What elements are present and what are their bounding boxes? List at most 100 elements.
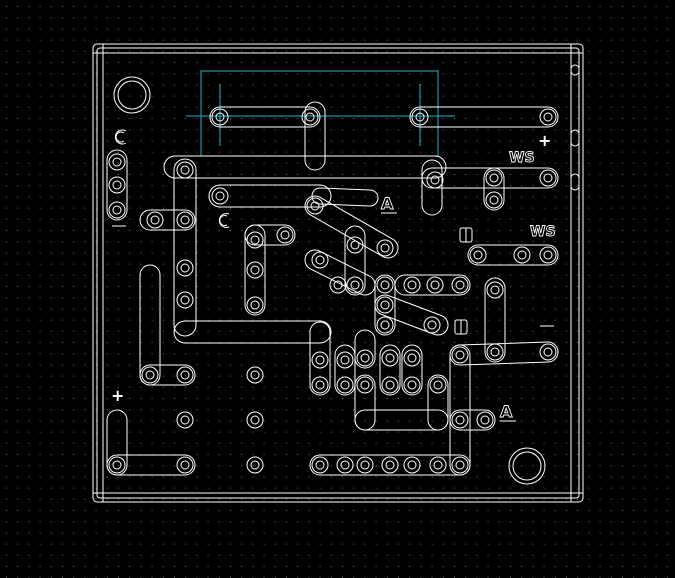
pad-4 [539,108,557,126]
trace-22 [354,329,376,369]
pad-62 [246,411,264,429]
pad-64 [336,456,354,474]
label-ws-mid: WS [530,224,556,240]
pad-37 [539,246,557,264]
pad-41 [311,351,329,369]
trace-7 [409,106,559,128]
pad-3 [411,108,429,126]
pad-34 [423,316,441,334]
pad-9 [485,169,503,187]
pad-23 [346,236,364,254]
pad-11 [485,191,503,209]
trace-3 [173,320,332,344]
pad-56 [451,411,469,429]
pad-26 [376,276,394,294]
pad-49 [381,376,399,394]
pad-36 [513,246,531,264]
pad-7 [108,201,126,219]
trace-16 [244,224,266,316]
board-edge-outer [92,43,584,503]
label-plus-bottom: + [111,386,124,405]
trace-25 [106,149,128,221]
pad-68 [429,456,447,474]
pad-61 [176,411,194,429]
pad-45 [356,349,374,367]
pad-66 [381,456,399,474]
edge-notch-1 [570,64,580,76]
pad-47 [403,349,421,367]
polarity-c-mark-1-inner [115,131,125,143]
pad-15 [176,291,194,309]
pad-53 [486,343,504,361]
trace-21 [394,274,471,296]
pad-55 [451,346,469,364]
pad-28 [329,276,347,294]
pad-54 [539,343,557,361]
polarity-c-mark-2-inner [219,215,228,226]
trace-29 [449,341,559,366]
pad-22 [276,226,294,244]
pad-2 [301,108,319,126]
trace-39 [401,344,423,396]
pad-30 [426,276,444,294]
pad-20 [246,261,264,279]
pad-27 [311,251,329,269]
label-a-center: A [381,194,394,213]
edge-notch-3 [570,173,580,191]
trace-35 [449,409,496,431]
pad-29 [403,276,421,294]
trace-38 [379,344,401,396]
trace-34 [427,374,449,431]
pad-6 [108,176,126,194]
pad-18 [306,197,324,215]
traces [106,101,559,476]
pad-60 [246,456,264,474]
pad-40 [246,366,264,384]
mounting-hole-top-left [113,76,151,114]
pad-17 [211,187,229,205]
label-plus-top: + [538,131,551,150]
pad-8 [426,171,444,189]
pad-5 [108,153,126,171]
pad-19 [246,231,264,249]
pad-44 [336,376,354,394]
pad-12 [176,161,194,179]
mounting-hole-bottom-right [508,447,546,485]
pad-32 [376,296,394,314]
pad-59 [176,456,194,474]
edge-notch-2 [570,129,580,147]
trace-18 [311,187,379,207]
pad-1 [211,108,229,126]
label-ws-top: WS [509,150,535,166]
silkscreen-labels: WS WS A A + + [111,129,556,422]
pad-48 [356,376,374,394]
trace-2 [173,158,197,337]
trace-13 [344,225,366,296]
pad-10 [539,169,557,187]
board-outline [92,43,584,503]
pad-35 [469,246,487,264]
trace-5 [209,106,321,128]
trace-37 [334,344,356,396]
trace-27 [106,454,196,476]
pad-31 [451,276,469,294]
pad-58 [108,456,126,474]
pad-50 [403,376,421,394]
trace-20 [374,294,449,336]
pad-69 [451,456,469,474]
pad-51 [429,376,447,394]
trace-9 [421,167,559,189]
polarity-c-mark-1 [114,129,127,145]
pad-43 [336,351,354,369]
trace-30 [484,277,506,363]
pad-57 [476,411,494,429]
pads [108,108,557,474]
pad-65 [356,456,374,474]
pad-52 [486,281,504,299]
trace-6 [304,101,326,171]
pad-13 [176,211,194,229]
edge-connector-notches [570,64,580,191]
trace-12 [304,195,399,259]
trace-31 [467,244,559,266]
pad-38 [141,366,159,384]
